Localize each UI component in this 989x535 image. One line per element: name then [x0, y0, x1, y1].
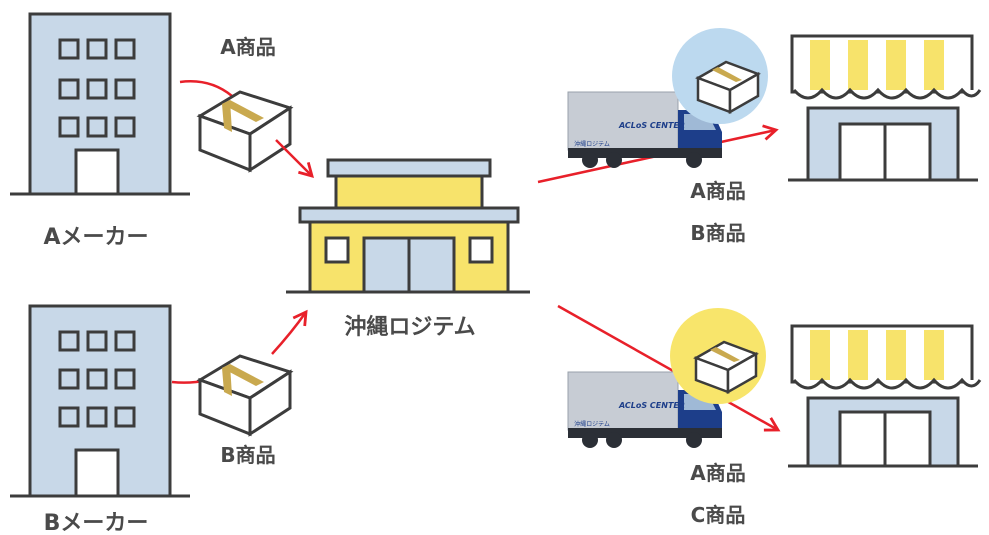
store-1 [788, 34, 982, 182]
store-2 [788, 324, 982, 468]
store-1-product-line-2: B商品 [690, 221, 745, 245]
cardboard-box-badge-2-icon [693, 340, 759, 395]
truck-1-brand: ACLoS CENTER [618, 121, 685, 130]
arrow-maker-a-to-box [179, 80, 233, 97]
arrow-hub-to-store-2 [557, 304, 781, 432]
product-a-label: A商品 [220, 35, 275, 59]
product-b-label: B商品 [220, 443, 275, 467]
maker-a-label: Aメーカー [43, 225, 148, 250]
maker-b-building [10, 304, 190, 498]
truck-2-brand: ACLoS CENTER [618, 401, 685, 410]
store-2-product-line-1: A商品 [690, 461, 745, 485]
hub-label: 沖縄ロジテム [344, 315, 475, 340]
hub-warehouse [286, 158, 530, 294]
cardboard-box-a-icon [196, 90, 294, 173]
arrow-box-a-to-hub [275, 139, 314, 178]
truck-2-company: 沖縄ロジテム [574, 420, 610, 428]
cardboard-box-badge-1-icon [695, 60, 761, 115]
store-1-product-line-1: A商品 [690, 179, 745, 203]
cardboard-box-b-icon [196, 354, 294, 437]
arrow-box-b-to-hub [271, 309, 308, 355]
store-2-product-line-2: C商品 [691, 503, 746, 527]
maker-b-label: Bメーカー [44, 511, 149, 535]
truck-1-company: 沖縄ロジテム [574, 140, 610, 148]
maker-a-building [10, 12, 190, 196]
